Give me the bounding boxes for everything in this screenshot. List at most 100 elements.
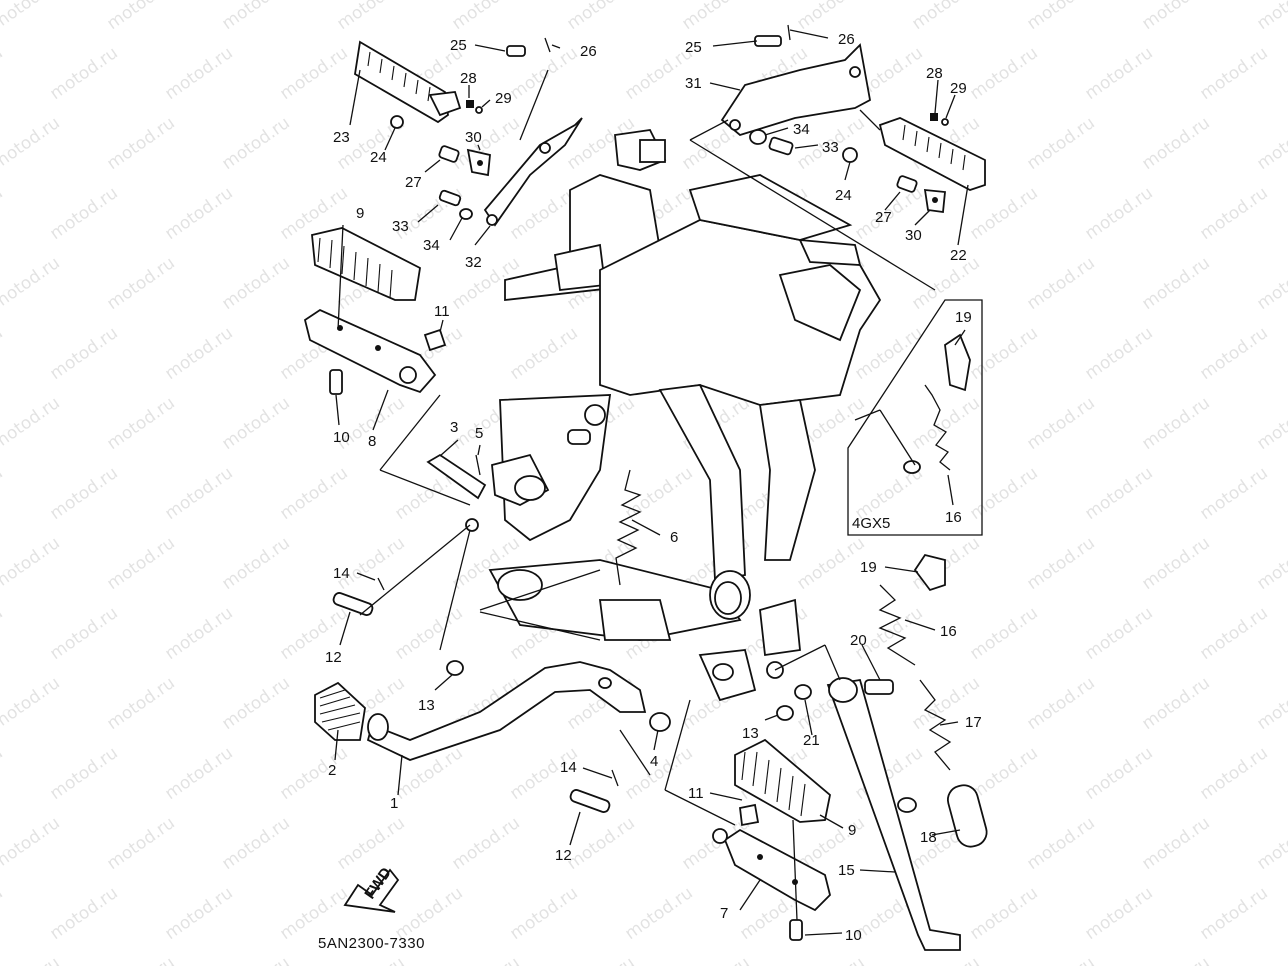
callout-14a: 14 [333, 565, 350, 582]
watermark-text: motod.ru [0, 463, 7, 524]
watermark-text: motod.ru [46, 463, 121, 524]
watermark-text: motod.ru [46, 743, 121, 804]
watermark-text: motod.ru [333, 953, 408, 966]
watermark-text: motod.ru [793, 953, 868, 966]
callout-27a: 27 [405, 174, 422, 191]
watermark-text: motod.ru [908, 0, 983, 34]
watermark-text: motod.ru [1138, 533, 1213, 594]
rear-footrest-bracket-left [483, 37, 583, 227]
leader-lines [334, 29, 969, 936]
watermark-text: motod.ru [333, 813, 408, 874]
watermark-text: motod.ru [851, 323, 926, 384]
callout-17: 17 [965, 714, 982, 731]
callout-29b: 29 [950, 80, 967, 97]
watermark-text: motod.ru [103, 673, 178, 734]
callout-33a: 33 [392, 218, 409, 235]
callout-1: 1 [390, 795, 398, 812]
watermark-text: motod.ru [46, 183, 121, 244]
watermark-text: motod.ru [103, 813, 178, 874]
callout-13a: 13 [418, 697, 435, 714]
callout-27b: 27 [875, 209, 892, 226]
callout-34b: 34 [793, 121, 810, 138]
rear-footrest-right [878, 113, 986, 214]
watermark-text: motod.ru [161, 743, 236, 804]
watermark-text: motod.ru [1138, 0, 1213, 34]
watermark-text: motod.ru [506, 323, 581, 384]
watermark-text: motod.ru [161, 43, 236, 104]
variant-box [847, 299, 983, 536]
watermark-text: motod.ru [0, 253, 64, 314]
watermark-text: motod.ru [0, 393, 64, 454]
callout-19b: 19 [860, 559, 877, 576]
clevis-pin-lower [569, 769, 619, 813]
callout-26a: 26 [580, 43, 597, 60]
watermark-text: motod.ru [1023, 673, 1098, 734]
watermark-text: motod.ru [0, 603, 7, 664]
watermark-text: motod.ru [1196, 463, 1271, 524]
watermark-text: motod.ru [161, 463, 236, 524]
callout-32: 32 [465, 254, 482, 271]
watermark-text: motod.ru [966, 463, 1041, 524]
watermark-text: motod.ru [506, 883, 581, 944]
watermark-text: motod.ru [1138, 673, 1213, 734]
callout-8: 8 [368, 433, 376, 450]
watermark-text: motod.ru [1138, 813, 1213, 874]
watermark-text: motod.ru [966, 603, 1041, 664]
forward-direction-arrow: FWD [343, 864, 400, 913]
watermark-text: motod.ru [1081, 883, 1156, 944]
watermark-text: motod.ru [1253, 113, 1288, 174]
callout-4: 4 [650, 753, 658, 770]
callout-21: 21 [803, 732, 820, 749]
watermark-text: motod.ru [1196, 323, 1271, 384]
watermark-text: motod.ru [448, 813, 523, 874]
callout-19a: 19 [955, 309, 972, 326]
watermark-text: motod.ru [1138, 953, 1213, 966]
watermark-text: motod.ru [678, 0, 753, 34]
watermark-text: motod.ru [161, 603, 236, 664]
callout-12b: 12 [555, 847, 572, 864]
watermark-text: motod.ru [0, 183, 7, 244]
callout-11b: 11 [688, 785, 704, 802]
watermark-text: motod.ru [1081, 323, 1156, 384]
watermark-text: motod.ru [276, 743, 351, 804]
watermark-text: motod.ru [1196, 43, 1271, 104]
callout-13b: 13 [742, 725, 759, 742]
watermark-text: motod.ru [103, 533, 178, 594]
callout-28a: 28 [460, 70, 477, 87]
variant-box-label: 4GX5 [852, 515, 890, 532]
callout-31: 31 [685, 75, 702, 92]
watermark-text: motod.ru [46, 883, 121, 944]
watermark-text: motod.ru [0, 323, 7, 384]
watermark-text: motod.ru [161, 883, 236, 944]
watermark-text: motod.ru [1081, 603, 1156, 664]
watermark-text: motod.ru [1081, 43, 1156, 104]
watermark-text: motod.ru [1081, 183, 1156, 244]
brake-return-spring [615, 469, 642, 586]
watermark-text: motod.ru [1253, 813, 1288, 874]
watermark-text: motod.ru [0, 0, 64, 34]
front-footrest-left [303, 227, 447, 395]
watermark-text: motod.ru [1196, 183, 1271, 244]
watermark-text: motod.ru [966, 43, 1041, 104]
watermark-text: motod.ru [1196, 603, 1271, 664]
callout-25b: 25 [685, 39, 702, 56]
callout-12a: 12 [325, 649, 342, 666]
watermark-text: motod.ru [0, 43, 7, 104]
watermark-text: motod.ru [563, 813, 638, 874]
brake-pedal [314, 661, 671, 761]
watermark-text: motod.ru [46, 603, 121, 664]
main-frame [488, 129, 882, 702]
watermark-text: motod.ru [1253, 953, 1288, 966]
watermark-text: motod.ru [1253, 393, 1288, 454]
callout-22: 22 [950, 247, 967, 264]
callout-16a: 16 [945, 509, 962, 526]
watermark-text: motod.ru [0, 113, 64, 174]
watermark-text: motod.ru [0, 743, 7, 804]
callout-11a: 11 [434, 303, 450, 320]
watermark-text: motod.ru [1138, 393, 1213, 454]
callout-24b: 24 [835, 187, 852, 204]
watermark-text: motod.ru [563, 0, 638, 34]
callout-6: 6 [670, 529, 678, 546]
part-code: 5AN2300-7330 [318, 935, 425, 952]
callout-20: 20 [850, 632, 867, 649]
